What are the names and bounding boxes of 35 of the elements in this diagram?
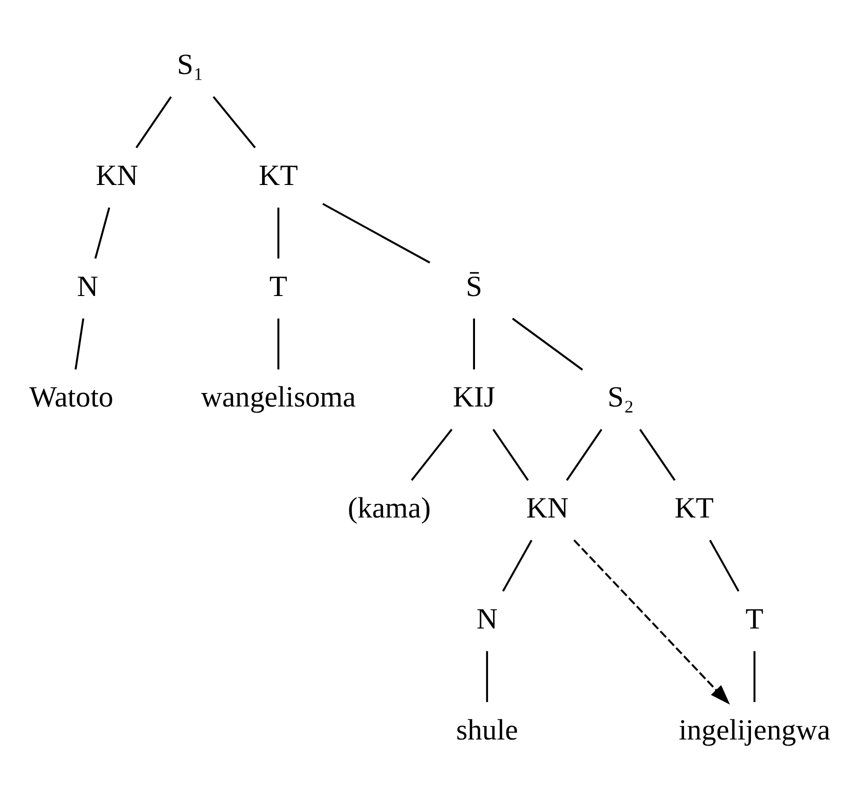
- connector: [709, 540, 740, 592]
- node-text: Watoto: [29, 382, 114, 414]
- connector: [486, 651, 488, 702]
- connector: [639, 428, 676, 481]
- connector: [512, 318, 584, 371]
- node-text: N: [76, 270, 98, 303]
- node-text: S₁: [177, 49, 204, 82]
- connector: [277, 208, 280, 259]
- node-text: KN: [96, 160, 138, 192]
- connector: [136, 96, 172, 148]
- connector: [492, 428, 529, 481]
- connector: [212, 96, 256, 148]
- connector: [74, 318, 84, 370]
- node-text: KT: [674, 492, 714, 525]
- node-text: S₂: [608, 382, 634, 414]
- node-text: KIJ: [452, 382, 496, 414]
- connector: [473, 318, 475, 370]
- connector: [277, 318, 280, 370]
- node-text: KT: [258, 160, 298, 192]
- connector: [410, 428, 453, 481]
- node-text: (kama): [348, 492, 431, 525]
- node-text: T: [269, 270, 288, 303]
- node-text: N: [476, 603, 498, 636]
- connector: [754, 651, 756, 702]
- node-text: ingelijengwa: [678, 714, 830, 746]
- node-text: wangelisoma: [200, 382, 356, 414]
- connector: [502, 540, 532, 592]
- node-text: shule: [456, 714, 518, 746]
- node-text: T: [746, 603, 764, 636]
- arrow: [573, 539, 730, 705]
- connector: [94, 207, 110, 259]
- node-text: S̄: [466, 270, 482, 303]
- connector: [322, 202, 430, 264]
- connector: [566, 428, 602, 481]
- node-text: KN: [526, 492, 569, 525]
